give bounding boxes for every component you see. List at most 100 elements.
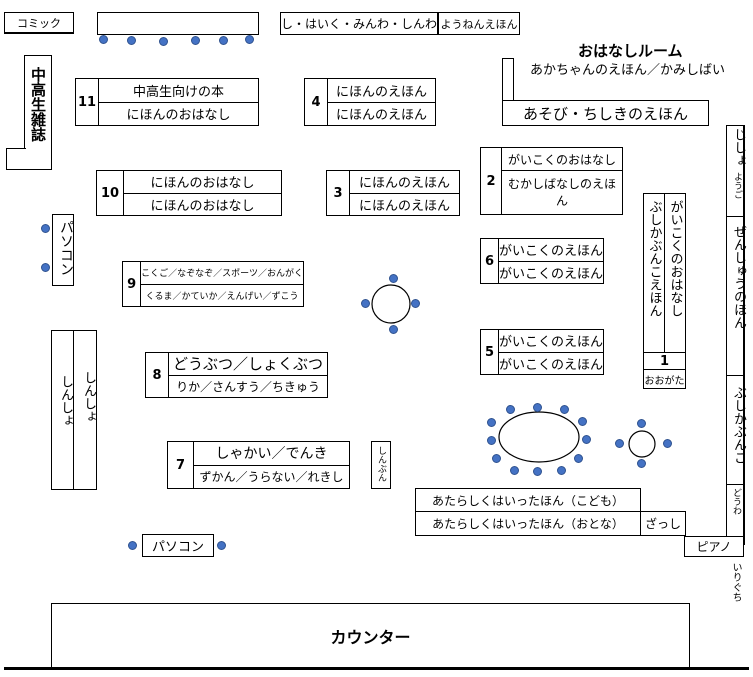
shelf-7: 7 しゃかい／でんき ずかん／うらない／れきし (167, 441, 350, 489)
shelf-2: 2 がいこくのおはなし むかしばなしのえほん (480, 147, 623, 215)
chair (637, 459, 646, 468)
shelf-6-row2: がいこくのえほん (498, 260, 603, 284)
shelf-6-row1: がいこくのえほん (498, 244, 603, 260)
shelf-9: 9 こくご／なぞなぞ／スポーツ／おんがくくるま／かていか／えんげい／ずこう (122, 261, 304, 307)
ohanashi-room-title: おはなしルーム (578, 42, 683, 60)
shelf-11: 11 中高生向けの本にほんのおはなし (75, 78, 259, 126)
chair (127, 36, 136, 45)
shelf-5: 5 がいこくのえほんがいこくのえほん (480, 329, 604, 375)
younen-ehon-label: ようねんえほん (440, 17, 518, 31)
chair (217, 541, 226, 550)
zasshi-label: ざっし (644, 517, 681, 531)
chair (361, 299, 370, 308)
shelf-9-number: 9 (123, 262, 142, 306)
wall-top-left (4, 32, 74, 34)
chair (663, 439, 672, 448)
shelf-6-number: 6 (481, 239, 499, 283)
shelf-5-number: 5 (481, 330, 499, 374)
chair (492, 454, 501, 463)
shelf-2-number: 2 (481, 148, 502, 214)
new-books-adults-label: あたらしくはいったほん（おとな） (432, 517, 624, 531)
right-zenshu-label: ぜんしゅうのほん (731, 225, 746, 329)
round-table-center (371, 284, 411, 324)
shelf-10-row2: にほんのおはなし (124, 192, 281, 216)
chair (245, 35, 254, 44)
piano: ピアノ (684, 536, 744, 557)
oval-table-large (498, 411, 580, 463)
shelf-3: 3 にほんのえほんにほんのえほん (326, 170, 460, 216)
right-shelf-zenshu: ぜんしゅうのほん (726, 216, 746, 376)
chair (41, 224, 50, 233)
shelf-9-row2: くるま／かていか／えんげい／ずこう (141, 283, 303, 307)
pasokon-bottom: パソコン (142, 534, 214, 557)
shelf-4-row1: にほんのえほん (335, 84, 427, 100)
asobi-shelf: あそび・ちしきのえほん (502, 100, 709, 126)
new-books-adults: あたらしくはいったほん（おとな） (415, 511, 641, 536)
chair (506, 405, 515, 414)
shelf-11-row1: 中高生向けの本 (132, 84, 224, 100)
shelf-1-foot: おおがた (643, 369, 686, 389)
new-books-children: あたらしくはいったほん（こども） (415, 488, 641, 512)
chair (574, 454, 583, 463)
shelf-4-row2: にほんのえほん (328, 101, 435, 126)
chukousei-zasshi-rack: 中高生雑誌 (6, 55, 52, 170)
top-shelf-left (97, 12, 259, 35)
shelf-3-row1: にほんのえほん (358, 176, 450, 192)
shelf-5-row1: がいこくのえほん (498, 335, 603, 351)
right-shelf-douwa: どうわ (726, 484, 744, 537)
chair (578, 417, 587, 426)
right-bunko-label: ぶしかぶんこ (731, 386, 746, 464)
chair (487, 436, 496, 445)
piano-label: ピアノ (696, 540, 732, 554)
shinsho-a-label: しんしょ (58, 375, 73, 427)
younen-ehon-shelf: ようねんえほん (438, 12, 520, 35)
chukousei-zasshi-label: 中高生雑誌 (29, 67, 47, 142)
right-jisho-label: じしょ (731, 128, 746, 167)
right-douwa-label: どうわ (731, 488, 741, 515)
pasokon-left-label: パソコン (58, 220, 74, 276)
chair (99, 35, 108, 44)
shelf-10: 10 にほんのおはなしにほんのおはなし (96, 170, 282, 216)
shinbun-label: しんぶん (376, 446, 386, 482)
shinsho-shelf-b: しんしょ (73, 330, 97, 490)
right-yougo-label: ようご (732, 172, 742, 199)
chair (637, 419, 646, 428)
entrance-label[interactable]: いりぐち (730, 562, 741, 602)
counter: カウンター (51, 603, 690, 668)
shinsho-b-label: しんしょ (81, 371, 96, 423)
chair (487, 418, 496, 427)
shelf-7-row1: しゃかい／でんき (215, 446, 328, 463)
top-shelf-shi-haiku: し・はいく・みんわ・しんわ (280, 12, 438, 35)
chair (389, 274, 398, 283)
shelf-4-number: 4 (305, 79, 328, 125)
shelf-1-col2: がいこくのおはなし (667, 200, 683, 317)
shelf-7-row2: ずかん／うらない／れきし (194, 464, 349, 489)
round-table-small (628, 430, 656, 458)
chair (411, 299, 420, 308)
chair (389, 325, 398, 334)
shelf-6: 6 がいこくのえほんがいこくのえほん (480, 238, 604, 284)
shelf-9-row1: こくご／なぞなぞ／スポーツ／おんがく (141, 269, 303, 280)
shinsho-shelf-a: しんしょ (51, 330, 74, 490)
asobi-label: あそび・ちしきのえほん (522, 104, 688, 123)
chair (41, 263, 50, 272)
pasokon-left: パソコン (52, 214, 74, 286)
shelf-8: 8 どうぶつ／しょくぶつ りか／さんすう／ちきゅう (145, 352, 328, 398)
chair (533, 467, 542, 476)
chair (582, 435, 591, 444)
shelf-10-row1: にほんのおはなし (150, 176, 255, 192)
shelf-4: 4 にほんのえほんにほんのえほん (304, 78, 436, 126)
shelf-8-row2: りか／さんすう／ちきゅう (169, 374, 327, 398)
chair (219, 36, 228, 45)
chair (615, 439, 624, 448)
chair (510, 466, 519, 475)
counter-label: カウンター (330, 627, 411, 647)
ohanashi-room-wall (502, 58, 514, 126)
shelf-11-row2: にほんのおはなし (99, 101, 258, 126)
shelf-1: ぶしかぶんこえほん がいこくのおはなし 1 おおがた (643, 193, 686, 393)
right-shelf-bunko: ぶしかぶんこ (726, 375, 746, 485)
chair (128, 541, 137, 550)
wall-bottom (4, 667, 749, 670)
right-shelf-jisho: じしょ ようご (726, 125, 746, 217)
pasokon-bottom-label: パソコン (151, 540, 204, 555)
